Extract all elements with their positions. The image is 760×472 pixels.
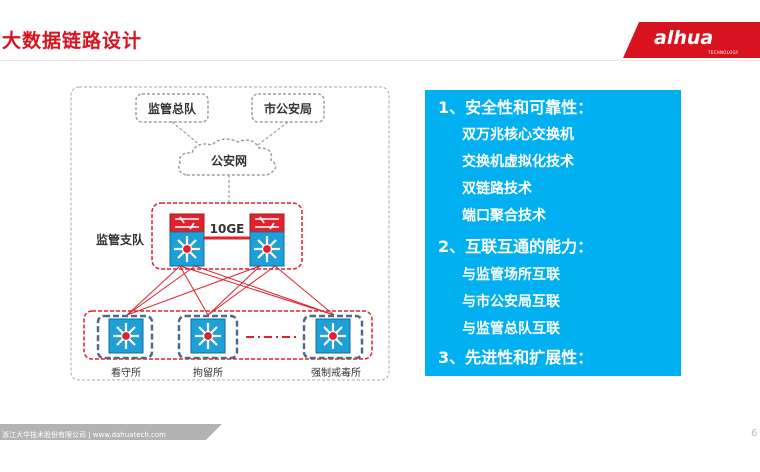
detention-center-switch: [189, 317, 227, 355]
feature-point: 与市公安局互联: [462, 294, 560, 310]
feature-point: 双链路技术: [462, 181, 532, 197]
feature-point: 与监管场所互联: [462, 267, 560, 283]
ten-ge-link-label: 10GE: [210, 222, 245, 236]
network-topology-diagram: 监管总队 市公安局 公安网 10GE 监管支队 看守所 拘留所 强制戒毒所: [70, 86, 390, 381]
title-divider: [0, 60, 760, 61]
dahua-logo-badge: [623, 22, 760, 58]
brand-logo-text: alhua: [654, 27, 714, 49]
feature-point: 与监管总队互联: [462, 321, 560, 337]
rehab-center-switch: [314, 317, 352, 355]
supervision-hq-label: 监管总队: [148, 101, 197, 116]
feature-point: 端口聚合技术: [462, 208, 546, 224]
page-title: 大数据链路设计: [2, 30, 143, 52]
feature-heading-1: 1、安全性和可靠性：: [438, 98, 594, 117]
features-panel: [425, 90, 681, 376]
overall-network-boundary: [70, 86, 390, 381]
footer-band: [0, 424, 222, 440]
feature-point: 双万兆核心交换机: [462, 127, 574, 143]
rehab-center-label: 强制戒毒所: [311, 366, 361, 379]
feature-heading-3: 3、先进性和扩展性：: [438, 348, 594, 367]
city-police-label: 市公安局: [264, 101, 312, 116]
page-number: 6: [751, 428, 758, 439]
detention-center-label: 拘留所: [193, 366, 223, 379]
core-switch-right: [250, 214, 284, 266]
footer-company-text: 浙江大华技术股份有限公司 | www.dahuatech.com: [2, 431, 166, 439]
detention-house-switch: [107, 317, 145, 355]
feature-heading-2: 2、互联互通的能力：: [438, 237, 594, 256]
police-network-cloud: [178, 138, 277, 176]
access-switch-group: [83, 310, 373, 360]
core-switch-group: [151, 202, 303, 270]
supervision-hq-box: [135, 93, 209, 123]
core-switch-left: [170, 214, 204, 266]
supervision-branch-label: 监管支队: [96, 232, 145, 247]
detention-house-label: 看守所: [111, 366, 141, 379]
city-police-box: [251, 93, 325, 123]
brand-logo-subtext: TECHNOLOGY: [708, 50, 739, 55]
police-network-label: 公安网: [211, 153, 247, 168]
feature-point: 交换机虚拟化技术: [462, 154, 574, 170]
